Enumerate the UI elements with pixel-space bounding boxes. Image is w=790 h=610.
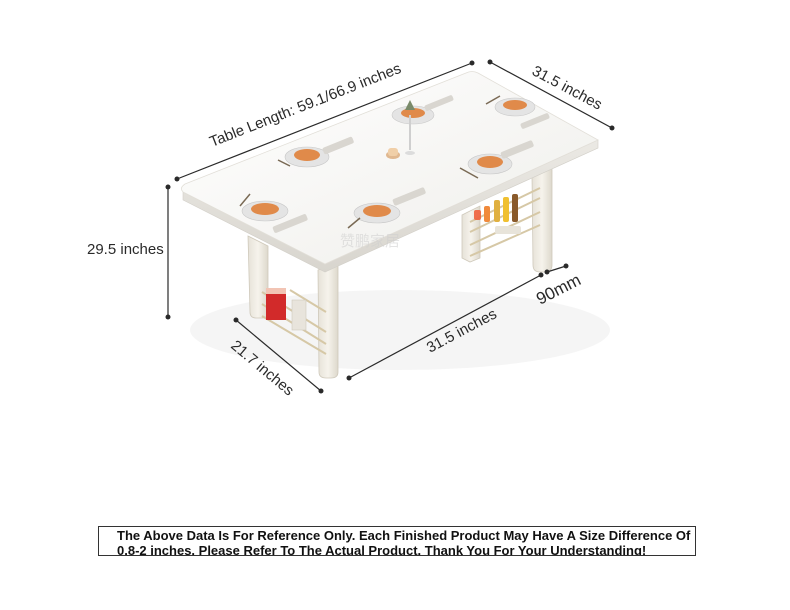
disclaimer-box: The Above Data Is For Reference Only. Ea… [98, 526, 696, 556]
watermark: 赞鹏家居 [340, 232, 400, 250]
centerpiece [386, 100, 415, 159]
plate-setting-5 [391, 95, 454, 125]
plate-setting-3 [459, 140, 534, 179]
disclaimer-line-2: 0.8-2 inches. Please Refer To The Actual… [117, 543, 647, 556]
plate-setting-6 [485, 95, 550, 129]
disclaimer-line-1: The Above Data Is For Reference Only. Ea… [117, 528, 691, 543]
shelf-bottles [474, 194, 521, 234]
place-settings [239, 95, 550, 233]
dimension-label-height: 29.5 inches [87, 241, 164, 258]
dimension-lines [165, 59, 615, 394]
plate-setting-2 [347, 187, 426, 229]
plate-setting-4 [277, 136, 354, 168]
plate-setting-1 [239, 193, 308, 233]
table-leg-far-right [461, 164, 553, 273]
shelf-items [266, 288, 307, 331]
dimension-label-top-depth: 31.5 inches [529, 63, 605, 114]
